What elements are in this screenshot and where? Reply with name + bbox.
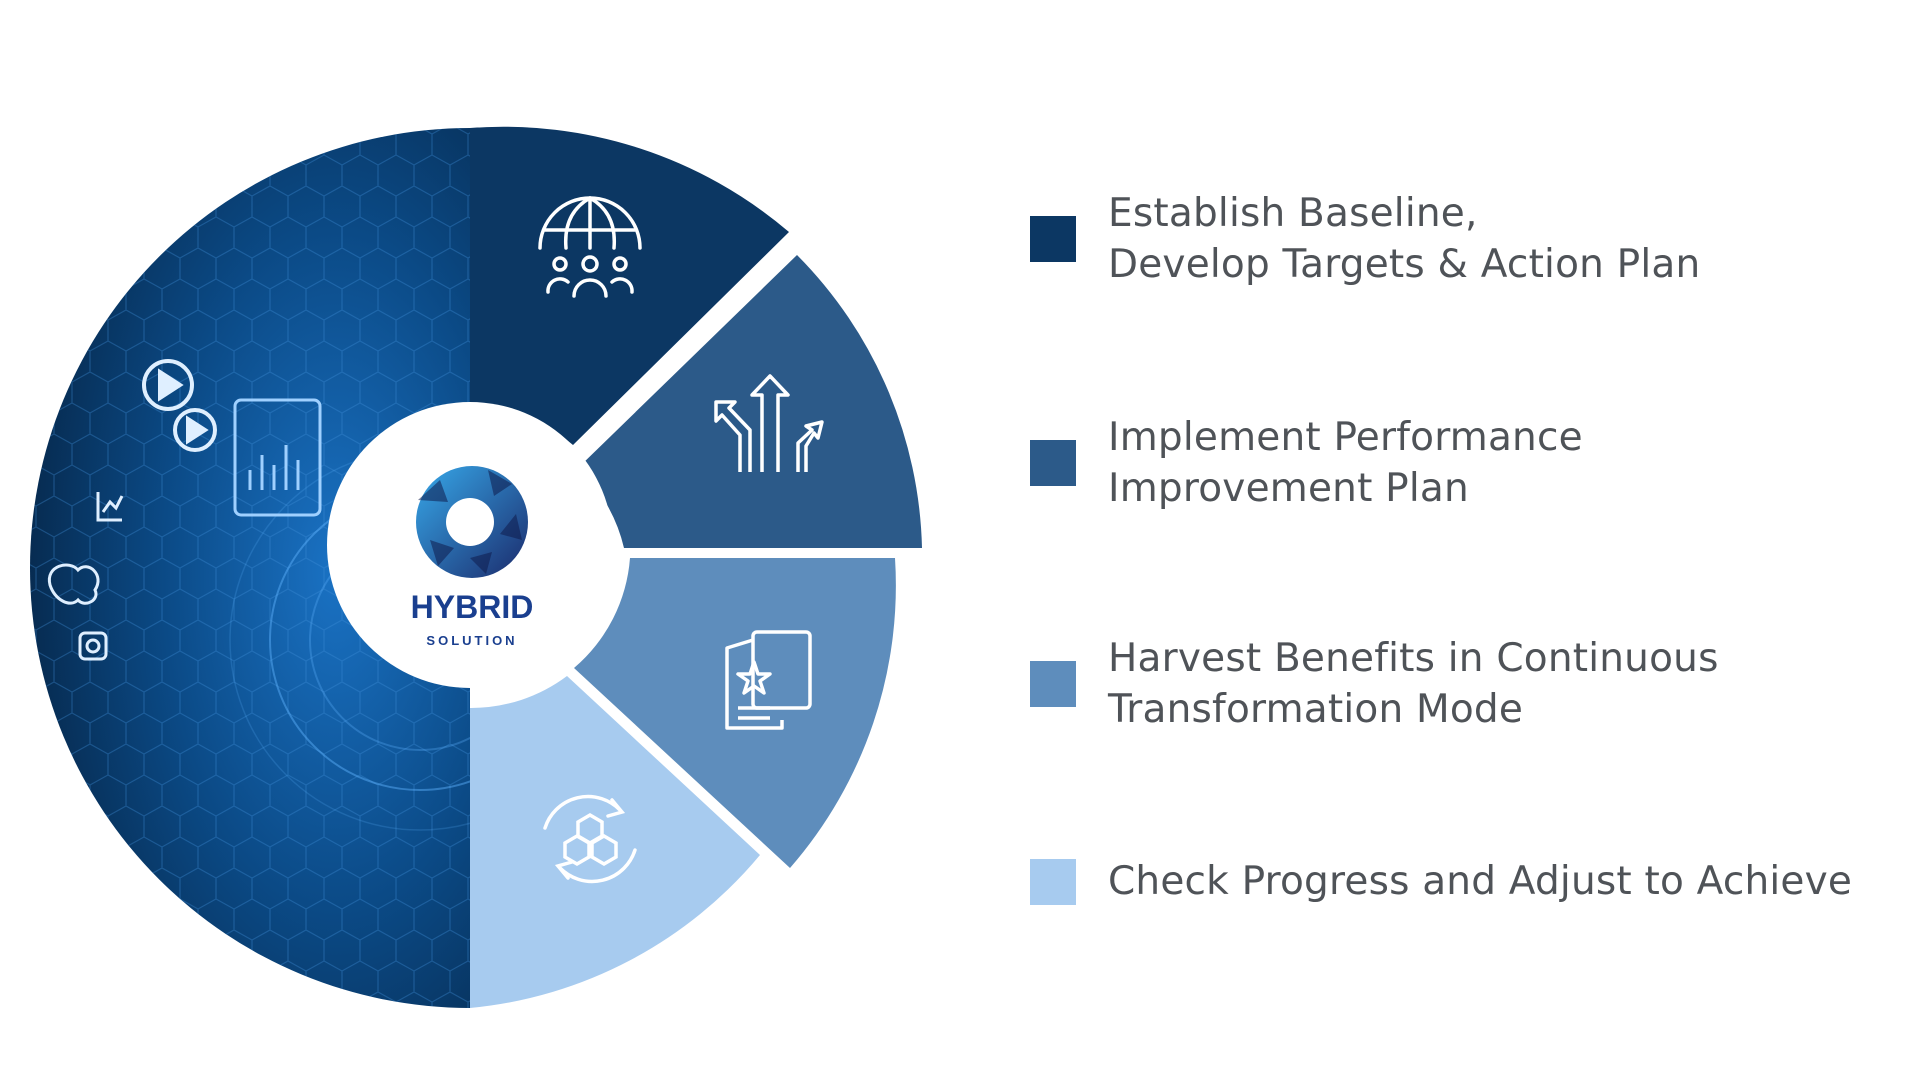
segment-harvest-benefits — [574, 558, 896, 868]
legend-swatch — [1030, 440, 1076, 486]
logo-subtitle: SOLUTION — [426, 633, 517, 648]
cycle-hexagons-icon — [543, 794, 637, 884]
logo-word: HYBRID — [411, 589, 534, 625]
legend-line: Check Progress and Adjust to Achieve — [1108, 859, 1853, 904]
legend: Establish Baseline, Develop Targets & Ac… — [1030, 0, 1910, 1080]
dashboard-panel-icon — [233, 398, 322, 517]
play-icon — [173, 408, 217, 452]
legend-line: Implement Performance — [1108, 415, 1583, 460]
legend-swatch — [1030, 858, 1076, 905]
legend-label: Establish Baseline, Develop Targets & Ac… — [1108, 188, 1700, 290]
globe-people-icon — [538, 196, 642, 298]
brain-icon — [47, 563, 100, 605]
legend-line: Develop Targets & Action Plan — [1108, 242, 1701, 287]
legend-label: Harvest Benefits in Continuous Transform… — [1108, 633, 1719, 735]
legend-label: Check Progress and Adjust to Achieve — [1108, 856, 1852, 907]
legend-item: Establish Baseline, Develop Targets & Ac… — [1030, 188, 1700, 290]
legend-line: Improvement Plan — [1108, 466, 1469, 511]
legend-item: Check Progress and Adjust to Achieve — [1030, 856, 1852, 907]
process-wheel: HYBRID SOLUTION — [30, 126, 922, 1008]
arrows-up-icon — [714, 374, 824, 472]
legend-item: Implement Performance Improvement Plan — [1030, 412, 1583, 514]
legend-swatch — [1030, 216, 1076, 262]
hybrid-logo-mark-icon — [416, 466, 528, 578]
camera-icon — [78, 631, 108, 661]
legend-swatch — [1030, 661, 1076, 707]
certificate-star-icon — [725, 630, 812, 730]
legend-label: Implement Performance Improvement Plan — [1108, 412, 1583, 514]
legend-item: Harvest Benefits in Continuous Transform… — [1030, 633, 1719, 735]
legend-line: Harvest Benefits in Continuous — [1108, 636, 1719, 681]
chart-icon — [96, 492, 124, 522]
legend-line: Transformation Mode — [1108, 687, 1524, 732]
legend-line: Establish Baseline, — [1108, 191, 1478, 236]
play-icon — [142, 359, 194, 411]
segment-implement-performance — [578, 255, 922, 548]
